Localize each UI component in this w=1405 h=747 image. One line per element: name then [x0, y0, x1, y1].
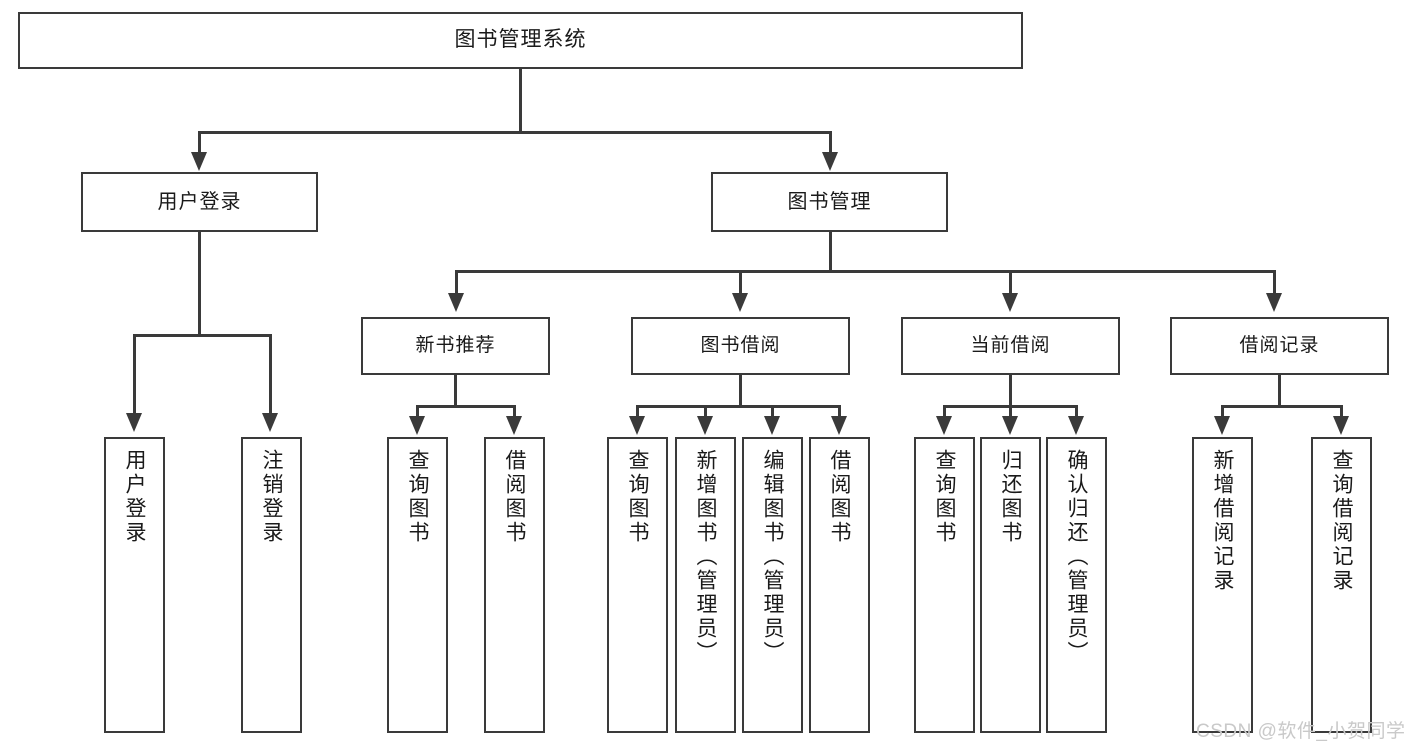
connector-root-to-user-login [198, 131, 201, 153]
leaf-bb-add-book-admin[interactable]: 新增图书（管理员） [675, 437, 736, 733]
leaf-cb-query-book[interactable]: 查询图书 [914, 437, 975, 733]
arrowhead-bm-child-4 [1266, 293, 1282, 312]
arrowhead-bb-child-1 [629, 416, 645, 435]
connector-br-stem [1278, 375, 1281, 407]
connector-bb-child-4 [838, 405, 841, 419]
connector-book-management-bar [455, 270, 1276, 273]
connector-cb-child-2 [1009, 405, 1012, 419]
node-label: 查询借阅记录 [1330, 449, 1353, 593]
node-label: 图书管理 [787, 190, 872, 213]
arrowhead-bm-child-3 [1002, 293, 1018, 312]
connector-bb-child-1 [636, 405, 639, 419]
node-label: 当前借阅 [970, 335, 1051, 357]
connector-nbr-child-1 [416, 405, 419, 419]
node-label: 借阅图书 [503, 449, 526, 545]
connector-root-stem [519, 69, 522, 131]
leaf-user-login-logout[interactable]: 注销登录 [241, 437, 302, 733]
arrowhead-user-login-child-2 [262, 413, 278, 432]
connector-bm-child-3 [1009, 270, 1012, 294]
leaf-bb-borrow-book[interactable]: 借阅图书 [809, 437, 870, 733]
arrowhead-br-child-2 [1333, 416, 1349, 435]
connector-nbr-child-2 [513, 405, 516, 419]
connector-nbr-stem [454, 375, 457, 407]
node-user-login[interactable]: 用户登录 [81, 172, 318, 232]
connector-user-login-bar [133, 334, 271, 337]
connector-nbr-bar [416, 405, 516, 408]
connector-cb-child-1 [943, 405, 946, 419]
connector-user-login-stem [198, 232, 201, 336]
node-current-borrow[interactable]: 当前借阅 [901, 317, 1120, 375]
node-label: 查询图书 [933, 449, 956, 545]
arrowhead-user-login-child-1 [126, 413, 142, 432]
arrowhead-root-to-user-login [191, 152, 207, 171]
arrowhead-bb-child-3 [764, 416, 780, 435]
arrowhead-bm-child-1 [448, 293, 464, 312]
node-label: 查询图书 [406, 449, 429, 545]
arrowhead-root-to-book-manage [822, 152, 838, 171]
connector-cb-stem [1009, 375, 1012, 407]
arrowhead-nbr-child-2 [506, 416, 522, 435]
leaf-br-query-record[interactable]: 查询借阅记录 [1311, 437, 1372, 733]
node-label: 确认归还（管理员） [1065, 449, 1088, 665]
node-label: 编辑图书（管理员） [761, 449, 784, 665]
node-label: 借阅记录 [1239, 335, 1320, 357]
connector-user-login-child-1 [133, 334, 136, 413]
node-label: 新书推荐 [415, 335, 496, 357]
node-borrow-record[interactable]: 借阅记录 [1170, 317, 1389, 375]
node-label: 借阅图书 [828, 449, 851, 545]
connector-bm-child-4 [1273, 270, 1276, 294]
node-label: 归还图书 [999, 449, 1022, 545]
arrowhead-nbr-child-1 [409, 416, 425, 435]
connector-bm-child-1 [455, 270, 458, 294]
leaf-nbr-query-book[interactable]: 查询图书 [387, 437, 448, 733]
connector-cb-child-3 [1075, 405, 1078, 419]
leaf-nbr-borrow-book[interactable]: 借阅图书 [484, 437, 545, 733]
node-label: 新增图书（管理员） [694, 449, 717, 665]
arrowhead-cb-child-3 [1068, 416, 1084, 435]
connector-root-to-book-manage [829, 131, 832, 153]
arrowhead-cb-child-1 [936, 416, 952, 435]
node-label: 新增借阅记录 [1211, 449, 1234, 593]
node-book-borrow[interactable]: 图书借阅 [631, 317, 850, 375]
node-label: 注销登录 [260, 449, 283, 545]
arrowhead-bb-child-2 [697, 416, 713, 435]
csdn-watermark: CSDN @软件_小贺同学 [1196, 721, 1405, 742]
node-label: 用户登录 [123, 449, 146, 545]
connector-user-login-child-2 [269, 334, 272, 413]
leaf-bb-query-book[interactable]: 查询图书 [607, 437, 668, 733]
node-label: 图书借阅 [700, 335, 781, 357]
leaf-cb-return-book[interactable]: 归还图书 [980, 437, 1041, 733]
node-new-book-recommend[interactable]: 新书推荐 [361, 317, 550, 375]
connector-br-bar [1221, 405, 1343, 408]
connector-bb-child-3 [771, 405, 774, 419]
leaf-br-add-record[interactable]: 新增借阅记录 [1192, 437, 1253, 733]
leaf-cb-confirm-return-admin[interactable]: 确认归还（管理员） [1046, 437, 1107, 733]
node-label: 用户登录 [157, 190, 242, 213]
arrowhead-cb-child-2 [1002, 416, 1018, 435]
connector-bb-stem [739, 375, 742, 407]
connector-book-management-stem [829, 232, 832, 272]
node-label: 图书管理系统 [454, 28, 587, 52]
connector-bb-bar [636, 405, 841, 408]
arrowhead-bm-child-2 [732, 293, 748, 312]
node-book-management[interactable]: 图书管理 [711, 172, 948, 232]
connector-root-bar [198, 131, 832, 134]
arrowhead-bb-child-4 [831, 416, 847, 435]
leaf-bb-edit-book-admin[interactable]: 编辑图书（管理员） [742, 437, 803, 733]
connector-bb-child-2 [704, 405, 707, 419]
connector-br-child-2 [1340, 405, 1343, 419]
leaf-user-login-login[interactable]: 用户登录 [104, 437, 165, 733]
node-label: 查询图书 [626, 449, 649, 545]
node-root-system[interactable]: 图书管理系统 [18, 12, 1023, 69]
arrowhead-br-child-1 [1214, 416, 1230, 435]
connector-bm-child-2 [739, 270, 742, 294]
connector-br-child-1 [1221, 405, 1224, 419]
